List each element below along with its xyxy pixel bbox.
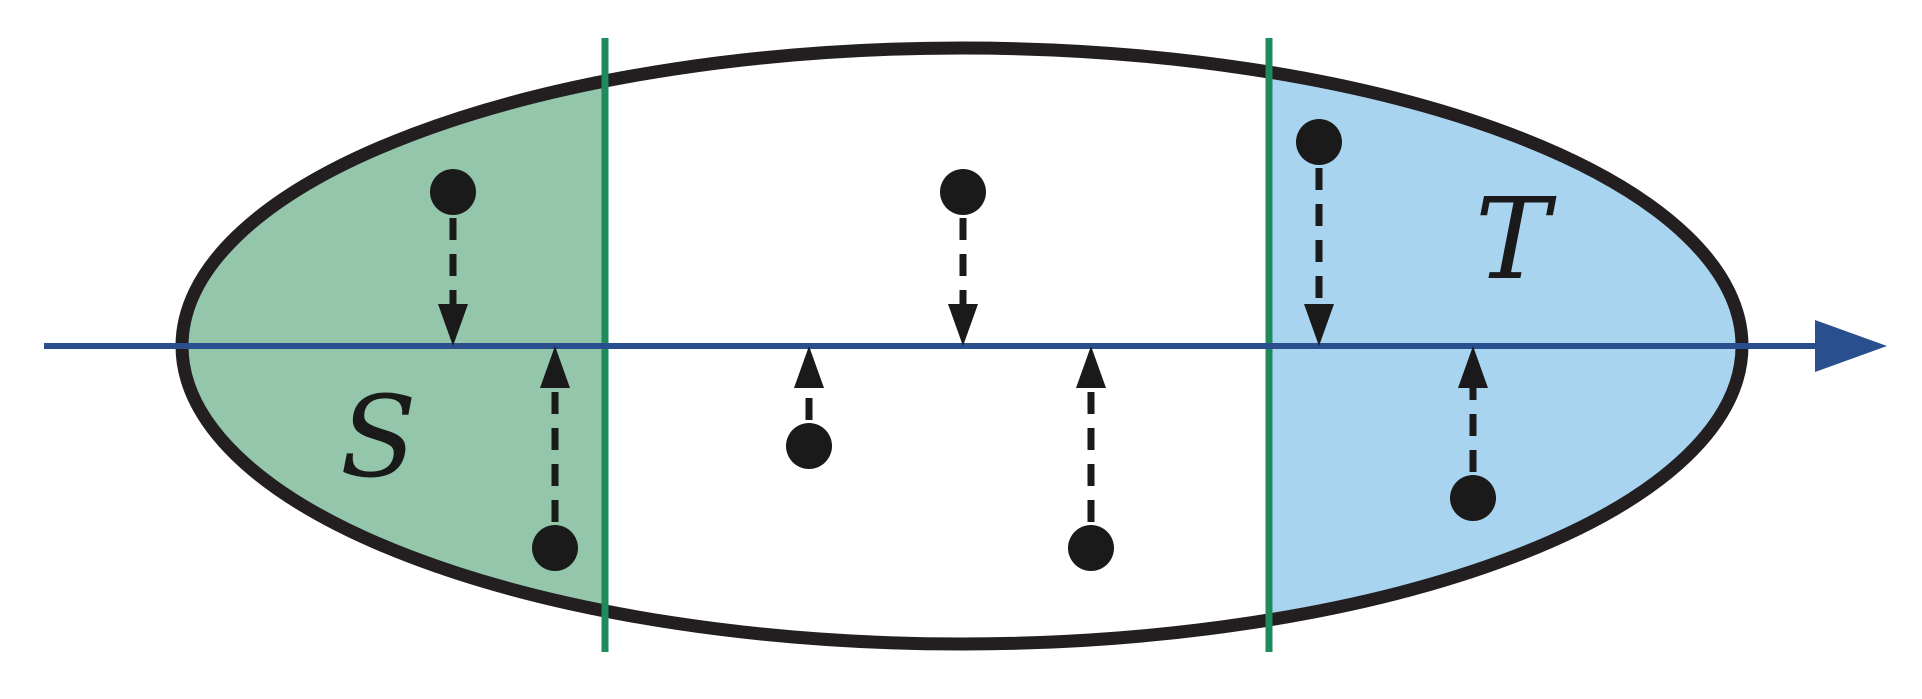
- data-point: [786, 423, 832, 469]
- projection-arrowhead: [794, 346, 824, 388]
- projection-point-group: [532, 346, 578, 571]
- projection-point-group: [940, 169, 986, 346]
- projection-point-group: [786, 346, 832, 469]
- points-layer: [430, 119, 1496, 571]
- projection-point-group: [1450, 346, 1496, 521]
- region-label-s: S: [340, 373, 417, 503]
- projection-arrowhead: [1304, 304, 1334, 346]
- data-point: [1296, 119, 1342, 165]
- projection-arrowhead: [1076, 346, 1106, 388]
- projection-point-group: [430, 169, 476, 346]
- projection-arrowhead: [1458, 346, 1488, 388]
- data-point: [940, 169, 986, 215]
- left-region-fill: [182, 48, 605, 644]
- axis-arrowhead: [1815, 320, 1887, 372]
- projection-point-group: [1068, 346, 1114, 571]
- projection-point-group: [1296, 119, 1342, 346]
- data-point: [1068, 525, 1114, 571]
- data-point: [430, 169, 476, 215]
- projection-arrowhead: [540, 346, 570, 388]
- projection-arrowhead: [438, 304, 468, 346]
- data-point: [1450, 475, 1496, 521]
- right-region-fill: [1269, 48, 1742, 644]
- data-point: [532, 525, 578, 571]
- projection-arrowhead: [948, 304, 978, 346]
- region-label-t: T: [1475, 175, 1557, 305]
